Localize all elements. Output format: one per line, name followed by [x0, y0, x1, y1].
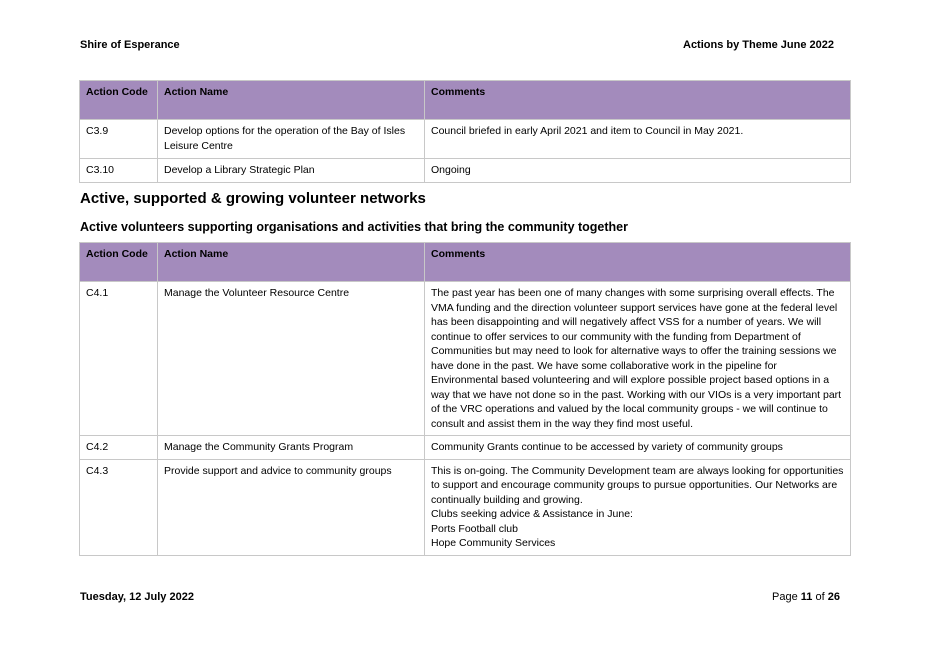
- organisation-name: Shire of Esperance: [80, 39, 180, 51]
- table-header-row: Action Code Action Name Comments: [79, 242, 851, 282]
- action-name-cell: Develop options for the operation of the…: [157, 119, 425, 159]
- column-header-comments: Comments: [424, 242, 851, 282]
- action-name-cell: Develop a Library Strategic Plan: [157, 158, 425, 183]
- table-header-row: Action Code Action Name Comments: [79, 80, 851, 120]
- report-date: Tuesday, 12 July 2022: [80, 591, 194, 603]
- action-code-cell: C3.9: [79, 119, 158, 159]
- actions-table-continued: Action Code Action Name Comments C3.9 De…: [79, 80, 851, 183]
- table-row: C3.10 Develop a Library Strategic Plan O…: [79, 158, 851, 183]
- section-heading: Active, supported & growing volunteer ne…: [80, 190, 426, 207]
- comments-cell: This is on-going. The Community Developm…: [424, 458, 851, 556]
- comments-cell: The past year has been one of many chang…: [424, 281, 851, 436]
- column-header-action-code: Action Code: [79, 242, 158, 282]
- report-title: Actions by Theme June 2022: [683, 39, 834, 51]
- action-name-cell: Provide support and advice to community …: [157, 458, 425, 556]
- table-row: C4.1 Manage the Volunteer Resource Centr…: [79, 281, 851, 436]
- column-header-comments: Comments: [424, 80, 851, 120]
- comments-cell: Community Grants continue to be accessed…: [424, 435, 851, 460]
- actions-table: Action Code Action Name Comments C4.1 Ma…: [79, 242, 851, 556]
- page-number: 11: [800, 591, 813, 603]
- table-row: C4.2 Manage the Community Grants Program…: [79, 435, 851, 460]
- page-total: 26: [827, 591, 840, 603]
- section-subheading: Active volunteers supporting organisatio…: [80, 220, 628, 234]
- column-header-action-name: Action Name: [157, 242, 425, 282]
- table-row: C4.3 Provide support and advice to commu…: [79, 458, 851, 556]
- table-row: C3.9 Develop options for the operation o…: [79, 119, 851, 159]
- page-label: Page: [772, 591, 798, 603]
- action-name-cell: Manage the Volunteer Resource Centre: [157, 281, 425, 436]
- page-indicator: Page 11 of 26: [772, 591, 840, 603]
- comments-cell: Ongoing: [424, 158, 851, 183]
- page-of-label: of: [815, 591, 825, 603]
- action-code-cell: C4.3: [79, 458, 158, 556]
- action-name-cell: Manage the Community Grants Program: [157, 435, 425, 460]
- comments-cell: Council briefed in early April 2021 and …: [424, 119, 851, 159]
- column-header-action-name: Action Name: [157, 80, 425, 120]
- action-code-cell: C4.2: [79, 435, 158, 460]
- action-code-cell: C4.1: [79, 281, 158, 436]
- action-code-cell: C3.10: [79, 158, 158, 183]
- column-header-action-code: Action Code: [79, 80, 158, 120]
